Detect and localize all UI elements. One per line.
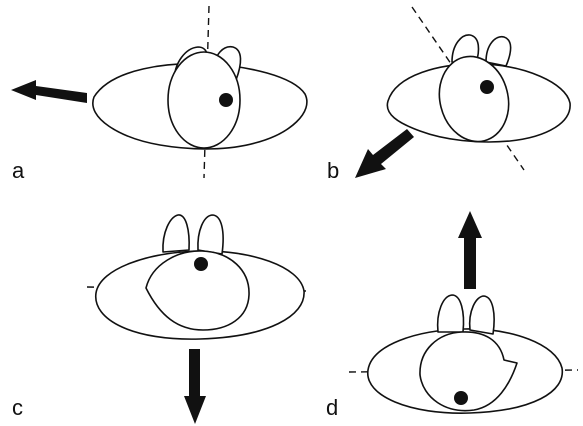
- panel-a-arrow: [11, 80, 87, 103]
- panel-c-arrow: [184, 349, 206, 424]
- panel-d-arrow: [458, 211, 482, 289]
- panel-c: c: [12, 215, 306, 424]
- panel-b: b: [327, 7, 570, 183]
- panel-d-right-ear: [470, 296, 494, 334]
- panel-d-label: d: [326, 395, 338, 420]
- panel-b-label: b: [327, 158, 339, 183]
- panel-a-label: a: [12, 158, 25, 183]
- panel-d: d: [326, 211, 578, 420]
- panel-c-marker-dot: [194, 257, 208, 271]
- panel-c-left-ear: [163, 215, 189, 252]
- panel-b-arrow: [355, 129, 414, 178]
- panel-b-marker-dot: [480, 80, 494, 94]
- panel-c-label: c: [12, 395, 23, 420]
- panel-b-right-ear: [486, 37, 511, 66]
- panel-a-marker-dot: [219, 93, 233, 107]
- panel-a: a: [11, 6, 307, 183]
- panel-d-left-ear: [438, 295, 464, 332]
- panel-d-marker-dot: [454, 391, 468, 405]
- panel-c-right-ear: [198, 215, 223, 254]
